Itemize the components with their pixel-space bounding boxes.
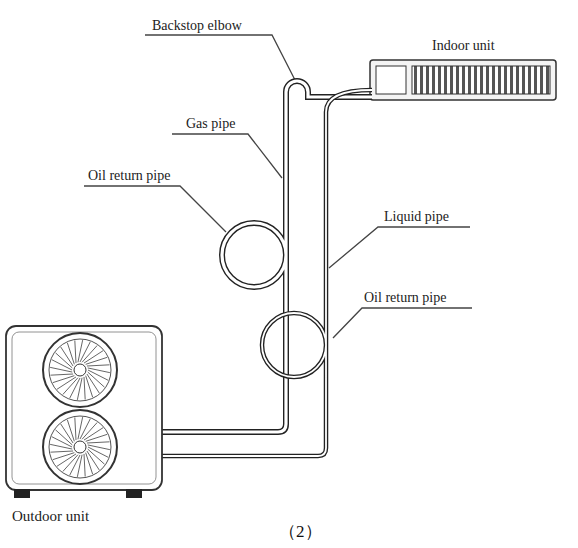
- leader-line: [172, 134, 282, 178]
- part-label: Liquid pipe: [384, 209, 449, 224]
- fan-blade: [87, 374, 99, 393]
- gas-pipe: [160, 81, 372, 432]
- fan-blade: [87, 442, 110, 443]
- fan-blade: [75, 340, 76, 363]
- part-label: Gas pipe: [186, 116, 235, 131]
- fan-blade: [86, 434, 108, 441]
- fan-blade: [61, 424, 73, 443]
- part-label: Oil return pipe: [364, 290, 446, 305]
- outdoor-unit: [6, 326, 162, 498]
- liquid-pipe: [160, 90, 372, 456]
- fan-blade: [84, 377, 85, 400]
- figure-caption: （2）: [279, 520, 322, 543]
- indoor-unit: [370, 60, 556, 100]
- leader-line: [84, 186, 226, 232]
- fan-blade: [88, 445, 110, 450]
- fan-blade: [50, 451, 73, 452]
- fan-blade: [61, 347, 73, 366]
- fan-blade: [53, 453, 75, 460]
- leader-line: [333, 308, 472, 338]
- fan-blade: [88, 368, 110, 373]
- fan-blade: [57, 454, 76, 466]
- leader-line: [329, 227, 470, 268]
- fan-blade: [86, 357, 108, 364]
- fan-blade: [86, 376, 93, 398]
- fan-blade: [84, 454, 85, 477]
- fan-blade: [50, 374, 73, 375]
- part-label: Oil return pipe: [88, 168, 170, 183]
- fan-blade: [53, 376, 75, 383]
- fan-blade: [75, 417, 76, 440]
- fan-blade: [57, 377, 76, 389]
- part-label: Backstop elbow: [152, 18, 242, 33]
- fan-blade: [67, 420, 74, 442]
- fan-blade: [84, 351, 103, 363]
- fan-blade: [87, 451, 99, 470]
- fan-blade: [84, 428, 103, 440]
- fan-blade: [86, 453, 93, 475]
- part-label: Indoor unit: [432, 38, 495, 53]
- leader-line: [145, 35, 295, 80]
- part-label: Outdoor unit: [12, 508, 89, 525]
- fan-blade: [67, 343, 74, 365]
- fan-blade: [87, 365, 110, 366]
